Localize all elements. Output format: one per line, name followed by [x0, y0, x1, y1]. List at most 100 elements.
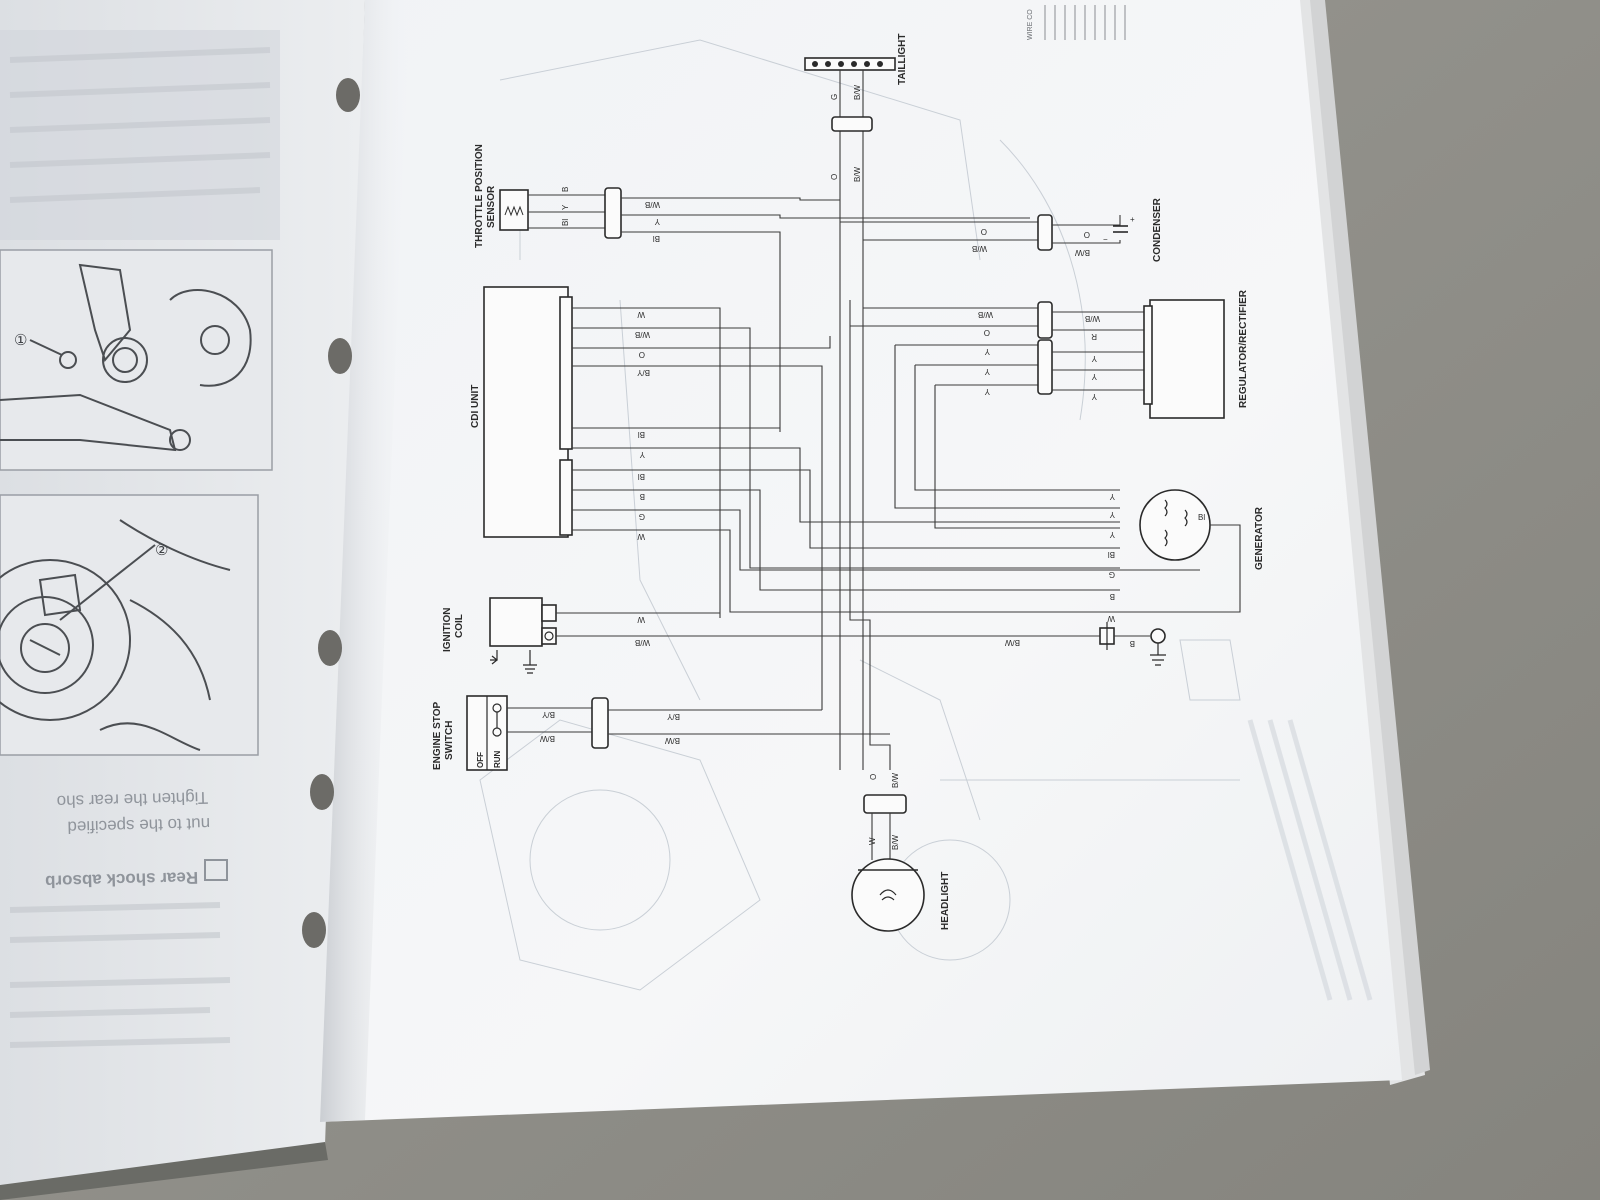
headlight-wire-w: W	[868, 837, 877, 845]
trunk-wire-bw-label: B/W	[853, 166, 862, 182]
tps-harness-wb: W/B	[645, 200, 660, 209]
reg-right-r: R	[1091, 332, 1097, 341]
gen-wire-y1: Y	[1109, 492, 1115, 501]
tps-connector	[604, 187, 622, 239]
cdi-connector-lower	[559, 459, 573, 536]
regulator-rectifier-body	[1149, 299, 1225, 419]
coil-wire-wb: W/B	[635, 638, 650, 647]
taillight-connector	[831, 116, 873, 132]
ignition-coil-body	[489, 597, 543, 647]
reg-left-y1: Y	[984, 347, 990, 356]
generator-body	[1139, 489, 1211, 561]
condenser-wire-wb-left: W/B	[972, 244, 987, 253]
ignition-coil-label-2: COIL	[454, 614, 465, 638]
taillight-body	[804, 57, 896, 71]
left-page-text-block: Tighten the rear sho nut to the specifie…	[45, 788, 211, 891]
condenser-wire-bw-right: B/W	[1074, 248, 1090, 257]
reg-right-wb: W/B	[1085, 314, 1100, 323]
wire-color-legend-title: WIRE CO	[1027, 9, 1034, 40]
cdi-wire-g: G	[639, 512, 645, 521]
trunk-wire-o-label: O	[830, 174, 839, 180]
tps-wire-b: B	[561, 187, 570, 192]
ground-wire-bw: B/W	[1004, 638, 1020, 647]
headlight-wire-bw-top: B/W	[891, 772, 900, 788]
taillight-label: TAILLIGHT	[897, 34, 908, 85]
regulator-rectifier-label: REGULATOR/RECTIFIER	[1238, 289, 1249, 408]
ground-terminal	[1150, 628, 1166, 644]
left-text-line-1: Tighten the rear sho	[56, 788, 208, 811]
left-text-line-2: nut to the specified	[67, 814, 210, 837]
cdi-wire-b: B	[640, 492, 645, 501]
gen-wire-b: B	[1110, 592, 1115, 601]
ground-wire-b: B	[1130, 639, 1135, 648]
cdi-wire-y: Y	[639, 450, 645, 459]
headlight-wire-bw-bottom: B/W	[891, 834, 900, 850]
cdi-unit-body	[483, 286, 569, 538]
left-text-line-3: Rear shock absorb	[45, 868, 199, 891]
tps-label-1: THROTTLE POSITION	[474, 144, 485, 248]
gen-wire-y2: Y	[1109, 510, 1115, 519]
engine-stop-connector	[591, 697, 609, 749]
taillight-terminals	[812, 61, 883, 67]
tps-harness-y: Y	[654, 217, 660, 226]
gen-wire-w: W	[1107, 614, 1115, 623]
reg-left-o: O	[984, 328, 990, 337]
cdi-wire-o: O	[639, 350, 645, 359]
cdi-wire-w-2: W	[637, 532, 645, 541]
cdi-wire-bl-2: Bl	[638, 472, 645, 481]
generator-coil-label: Bl	[1198, 513, 1205, 522]
reg-right-y3: Y	[1091, 392, 1097, 401]
reg-left-y2: Y	[984, 367, 990, 376]
generator-label: GENERATOR	[1254, 506, 1265, 570]
svg-text:−: −	[1103, 235, 1108, 244]
binder-holes	[302, 78, 360, 948]
condenser-symbol	[1113, 225, 1128, 233]
wire-color-legend: WIRE CO	[1027, 5, 1126, 40]
engine-stop-label-1: ENGINE STOP	[432, 702, 443, 770]
switch-off-label: OFF	[476, 752, 485, 768]
regulator-connector-2	[1037, 339, 1053, 395]
gen-wire-g: G	[1109, 570, 1115, 579]
headlight-connector	[863, 794, 907, 814]
headlight-wire-o: O	[869, 774, 878, 780]
svg-text:+: +	[1130, 215, 1135, 224]
taillight-wire-g: G	[830, 94, 839, 100]
stop-wire-by-right: B/Y	[666, 712, 680, 721]
condenser-connector	[1037, 214, 1053, 251]
cdi-wire-bl-1: Bl	[638, 430, 645, 439]
engine-stop-label-2: SWITCH	[444, 721, 455, 760]
cdi-wire-wb: W/B	[635, 330, 650, 339]
regulator-connector-1	[1037, 301, 1053, 339]
cdi-wire-w: W	[637, 310, 645, 319]
stop-wire-bw-left: B/W	[539, 734, 555, 743]
cdi-connector-upper	[559, 296, 573, 450]
stop-wire-by-left: B/Y	[541, 710, 555, 719]
reg-right-y1: Y	[1091, 354, 1097, 363]
right-page	[320, 0, 1402, 1122]
condenser-wire-o-left: O	[981, 227, 987, 236]
bleed-through	[479, 39, 1373, 1001]
tps-wire-y: Y	[561, 204, 570, 210]
reg-right-y2: Y	[1091, 372, 1097, 381]
callout-1: ①	[14, 332, 27, 349]
reg-left-wb: W/B	[978, 310, 993, 319]
switch-run-label: RUN	[493, 750, 502, 768]
cdi-unit-label: CDI UNIT	[470, 385, 481, 428]
stop-wire-bw-right: B/W	[664, 736, 680, 745]
condenser-label: CONDENSER	[1152, 197, 1163, 262]
wiring-diagram: TAILLIGHT G B/W O B/W THROTTLE POSITION …	[432, 34, 1265, 932]
left-page-content: ① ② Tighten the rear sho nut to the spec…	[0, 30, 280, 1048]
tps-label-2: SENSOR	[486, 185, 497, 228]
gen-wire-bl: Bl	[1108, 550, 1115, 559]
tps-body	[499, 189, 529, 231]
reg-left-y3: Y	[984, 387, 990, 396]
coil-wire-w: W	[637, 615, 645, 624]
tps-harness-bl: Bl	[653, 234, 660, 243]
callout-2: ②	[155, 542, 168, 559]
ignition-coil-label-1: IGNITION	[442, 608, 453, 652]
headlight-bulb	[851, 858, 925, 932]
taillight-wire-bw: B/W	[853, 84, 862, 100]
cdi-wire-by: B/Y	[636, 368, 650, 377]
gen-wire-y3: Y	[1109, 530, 1115, 539]
